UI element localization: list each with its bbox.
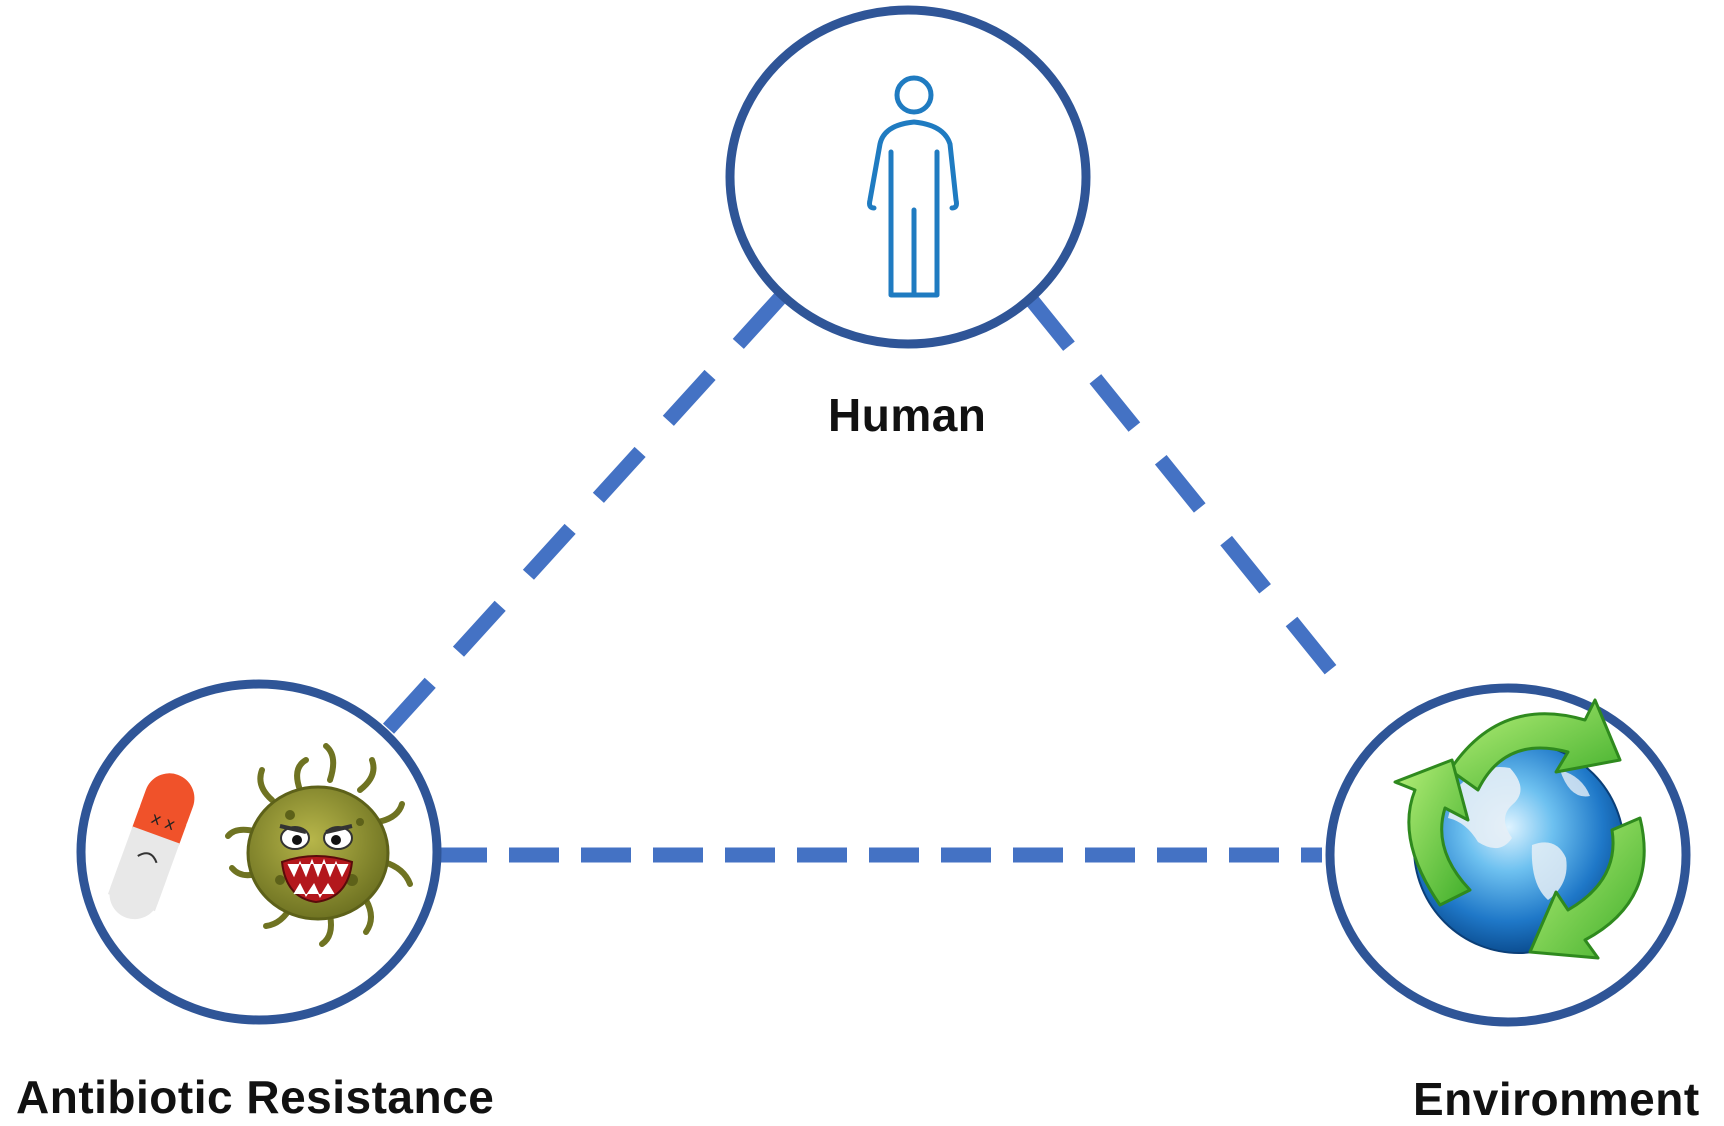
recycle-earth-icon — [1393, 698, 1646, 960]
connector-human-environment — [1024, 293, 1361, 705]
antibiotic-resistance-node: x x — [76, 679, 442, 1025]
germ-monster-icon — [225, 743, 413, 947]
human-node — [725, 5, 1091, 349]
connector-human-antibiotic — [374, 292, 786, 744]
environment-label: Environment — [1413, 1073, 1700, 1125]
environment-node — [1325, 683, 1691, 1027]
pill-capsule-icon: x x — [107, 773, 195, 920]
person-outline-icon — [867, 75, 959, 298]
human-node-circle — [725, 5, 1091, 349]
antibiotic-resistance-label: Antibiotic Resistance — [16, 1071, 495, 1123]
human-label: Human — [828, 389, 987, 441]
